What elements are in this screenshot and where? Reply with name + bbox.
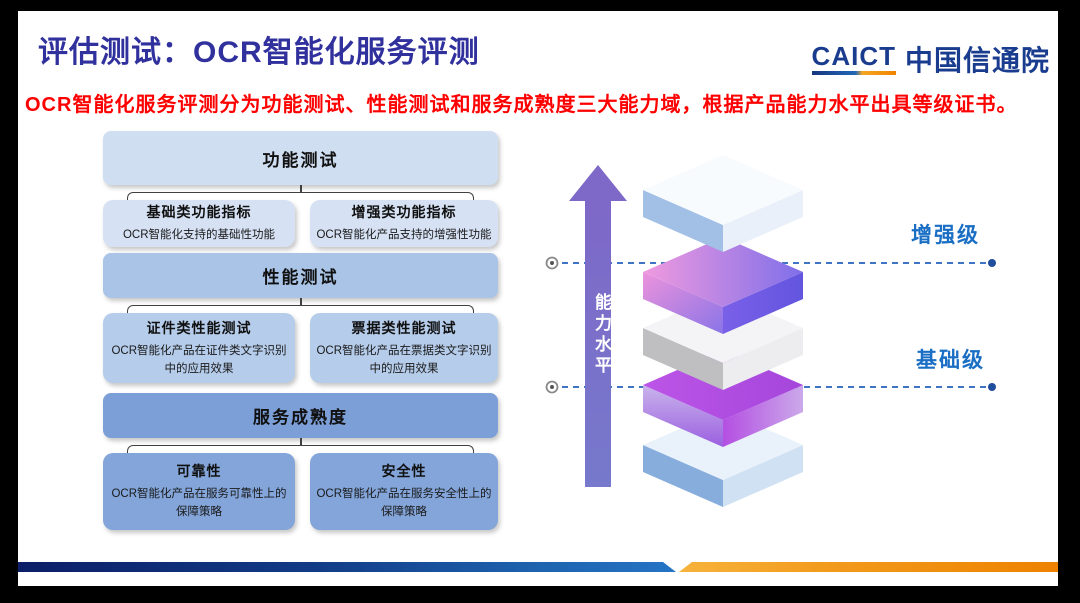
box-desc: OCR智能化产品在票据类文字识别中的应用效果 (316, 344, 492, 375)
logo-name-text: 中国信通院 (904, 45, 1050, 76)
box-basic-functional-indicators: 基础类功能指标 OCR智能化支持的基础性功能 (103, 200, 295, 247)
logo-underline (811, 71, 896, 75)
logo-acronym-block: CAICT (811, 41, 896, 75)
box-desc: OCR智能化产品在服务安全性上的保障策略 (316, 488, 492, 518)
box-title: 基础类功能指标 (146, 204, 252, 221)
box-title: 安全性 (381, 463, 427, 480)
bottom-bar-orange-segment (679, 562, 1058, 572)
dot-marker-icon (988, 383, 996, 391)
connector-bracket (127, 192, 474, 200)
box-title: 证件类性能测试 (146, 319, 252, 336)
evaluation-flowchart: 功能测试 基础类功能指标 OCR智能化支持的基础性功能 增强类功能指标 OCR智… (103, 131, 498, 535)
capability-diagram-graphic (545, 155, 996, 507)
tree-connector (103, 298, 498, 313)
box-invoice-performance-test: 票据类性能测试 OCR智能化产品在票据类文字识别中的应用效果 (310, 313, 498, 383)
box-reliability: 可靠性 OCR智能化产品在服务可靠性上的保障策略 (103, 453, 295, 530)
connector-stem (299, 298, 302, 306)
slide: 评估测试：OCR智能化服务评测 CAICT 中国信通院 OCR智能化服务评测分为… (18, 11, 1058, 586)
box-title: 票据类性能测试 (351, 319, 457, 336)
up-arrow-icon (569, 165, 627, 487)
box-title: 可靠性 (176, 463, 222, 480)
ring-marker-center (550, 261, 554, 265)
dot-marker-icon (988, 259, 996, 267)
tree-connector (103, 438, 498, 453)
layer-2-enhanced (643, 237, 803, 334)
capability-level-diagram: 能力水平 增强级 基础级 (518, 141, 1038, 541)
logo-acronym-text: CAICT (811, 41, 896, 71)
box-desc: OCR智能化产品支持的增强性功能 (316, 229, 492, 242)
page-title: 评估测试：OCR智能化服务评测 (38, 36, 480, 69)
box-title: 增强类功能指标 (351, 204, 457, 221)
box-certificate-performance-test: 证件类性能测试 OCR智能化产品在证件类文字识别中的应用效果 (103, 313, 295, 383)
caict-logo: CAICT 中国信通院 (811, 39, 1050, 79)
ring-marker-center (550, 385, 554, 389)
connector-stem (299, 438, 302, 446)
section-header-performance-test: 性能测试 (103, 253, 498, 298)
section-header-service-maturity: 服务成熟度 (103, 393, 498, 438)
box-security: 安全性 OCR智能化产品在服务安全性上的保障策略 (310, 453, 498, 530)
connector-bracket (127, 305, 474, 313)
box-desc: OCR智能化产品在服务可靠性上的保障策略 (111, 488, 287, 518)
slide-subtitle: OCR智能化服务评测分为功能测试、性能测试和服务成熟度三大能力域，根据产品能力水… (25, 94, 1018, 116)
bottom-bar-blue-segment (18, 562, 676, 572)
box-desc: OCR智能化产品在证件类文字识别中的应用效果 (111, 344, 287, 375)
box-desc: OCR智能化支持的基础性功能 (122, 229, 276, 242)
axis-label: 能力水平 (592, 293, 611, 377)
connector-stem (299, 185, 302, 193)
box-enhanced-functional-indicators: 增强类功能指标 OCR智能化产品支持的增强性功能 (310, 200, 498, 247)
tree-connector (103, 185, 498, 200)
level-label-basic: 基础级 (916, 349, 985, 372)
section-header-functional-test: 功能测试 (103, 131, 498, 185)
bottom-bar (18, 562, 1058, 572)
layer-1-top (643, 155, 803, 252)
level-label-enhanced: 增强级 (911, 224, 980, 247)
connector-bracket (127, 445, 474, 453)
